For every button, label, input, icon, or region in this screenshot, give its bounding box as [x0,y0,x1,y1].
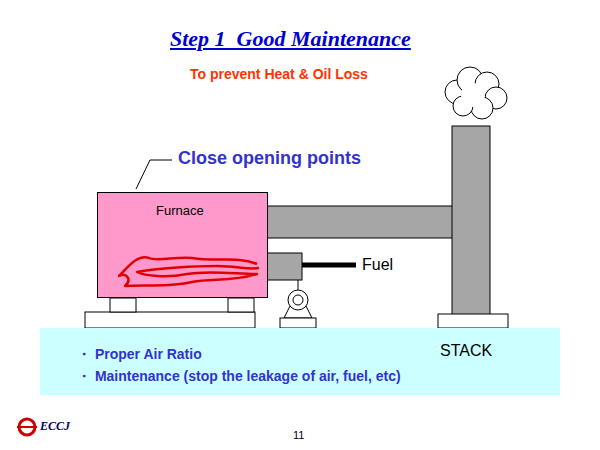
furnace-platform [85,312,255,328]
logo-text: ECCJ [40,419,70,434]
fuel-label: Fuel [362,256,393,274]
bullet-text: ・ Proper Air Ratio [77,346,202,364]
stack-base [438,314,508,328]
leader-line [136,160,172,189]
fan-duct [298,280,299,290]
air-fan-hub [293,295,303,305]
stack-chimney [452,126,490,316]
callout-text: Close opening points [178,148,361,169]
fuel-pipe [302,263,356,268]
furnace-leg [228,298,254,312]
eccj-logo [17,419,37,435]
stack-label: STACK [440,342,492,360]
furnace-leg [110,298,136,312]
smoke-cloud [445,67,507,119]
info-band: ・ Proper Air Ratio ・ Maintenance (stop th… [40,328,560,395]
slide-title: Step 1 Good Maintenance [170,26,411,52]
furnace-label: Furnace [156,203,204,218]
fan-stand [284,306,312,318]
page-number: 11 [293,429,304,441]
subtitle: To prevent Heat & Oil Loss [190,66,368,82]
flue-duct [267,206,454,238]
furnace-box: Furnace [97,192,268,298]
burner [262,253,302,280]
fan-base [280,318,316,328]
air-fan [288,290,308,310]
bullet-text: ・ Maintenance (stop the leakage of air, … [77,368,401,386]
